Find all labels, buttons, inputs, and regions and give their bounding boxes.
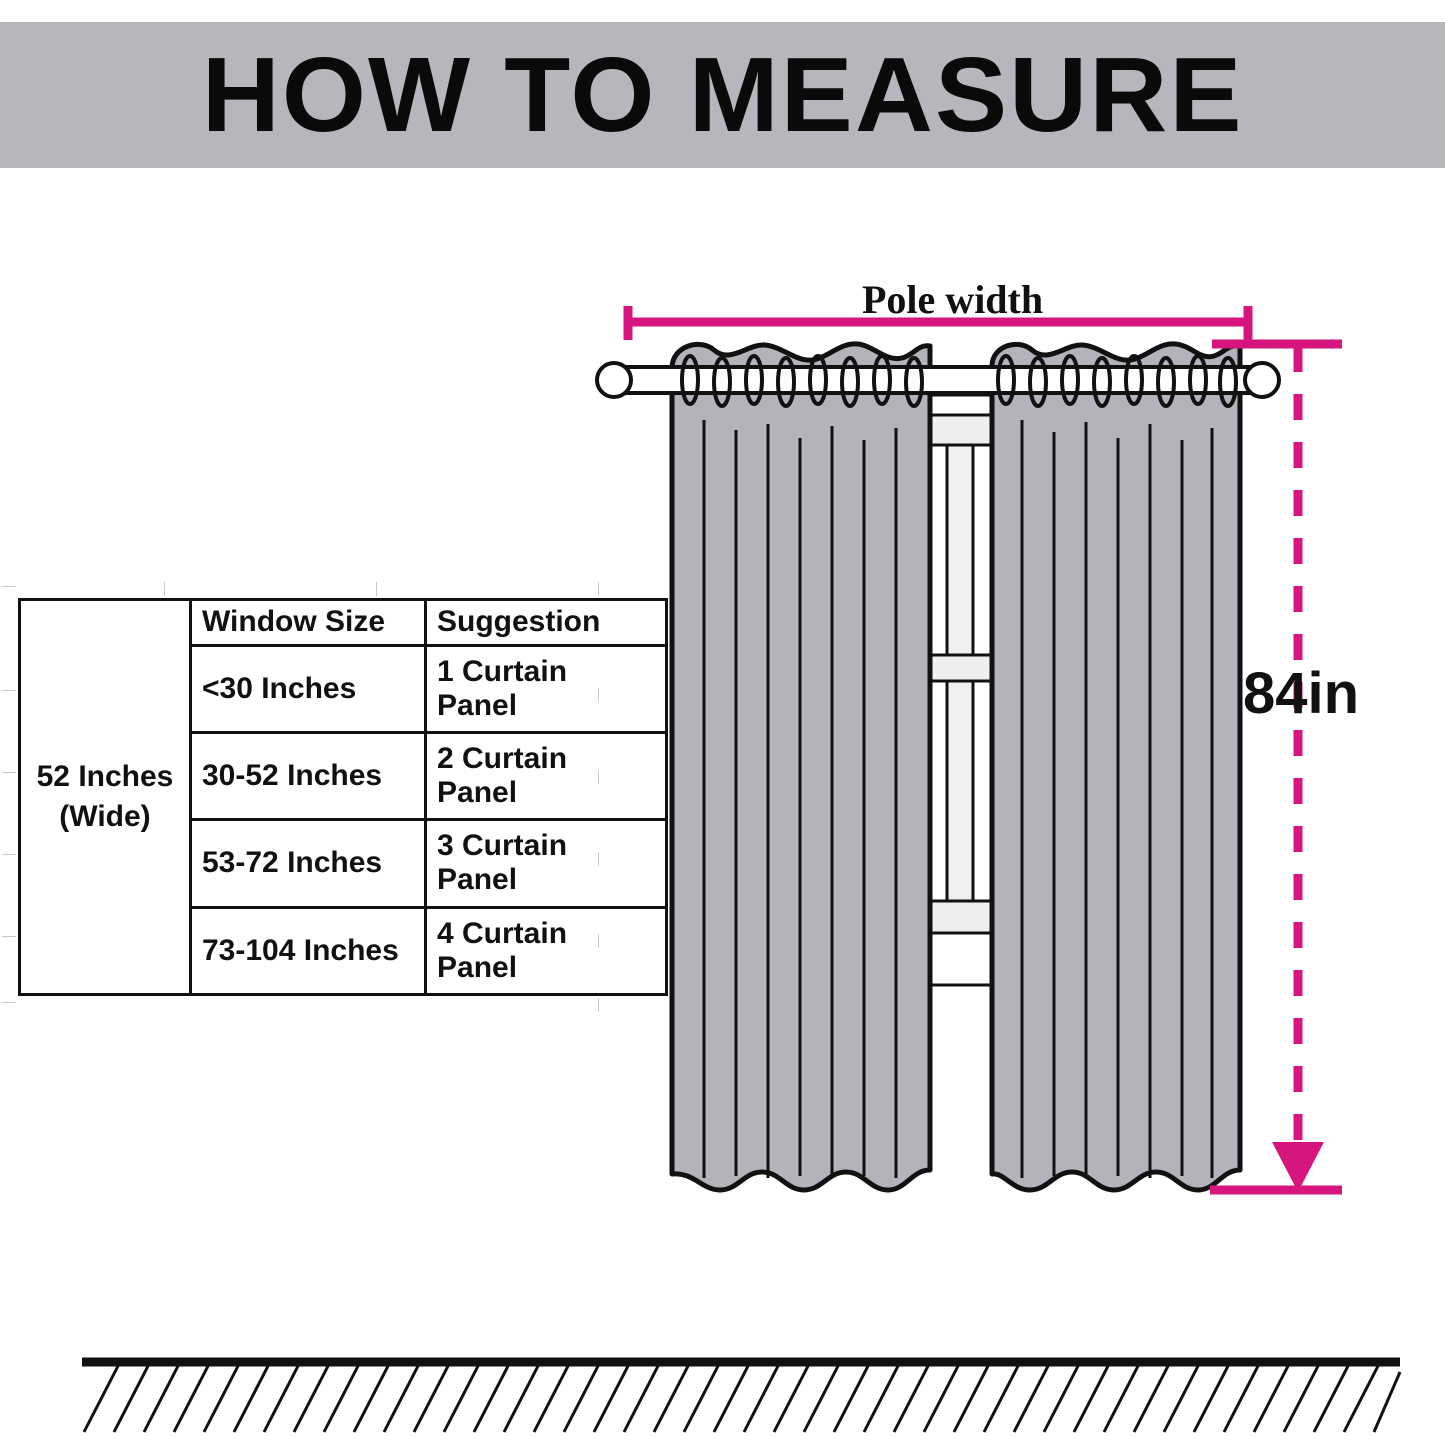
cell-suggestion: 3 Curtain Panel <box>424 818 668 909</box>
gridline-tick <box>2 772 16 773</box>
table-row: 30-52 Inches 2 Curtain Panel <box>20 730 668 822</box>
gridline-tick <box>598 582 599 596</box>
gridline-tick <box>164 582 165 596</box>
table-row: <30 Inches 1 Curtain Panel <box>20 643 668 734</box>
curtain-rod-icon <box>595 361 1281 399</box>
gridline-tick <box>2 690 16 691</box>
cell-window-size: <30 Inches <box>189 643 427 734</box>
cell-window-size: 73-104 Inches <box>189 905 427 997</box>
floor-hatch-icon <box>82 1357 1402 1433</box>
cell-suggestion: 1 Curtain Panel <box>424 643 668 734</box>
dimension-arrow-icon <box>1272 346 1324 1192</box>
merged-width-line1: 52 Inches <box>36 759 174 793</box>
curtain-ring-icon <box>680 354 924 408</box>
page-title: HOW TO MEASURE <box>201 36 1244 154</box>
gridline-tick <box>2 854 16 855</box>
table-row: 53-72 Inches 3 Curtain Panel <box>20 818 668 909</box>
merged-width-line2: (Wide) <box>59 800 151 833</box>
cell-suggestion: 4 Curtain Panel <box>424 905 668 997</box>
merged-width-cell: 52 Inches (Wide) <box>18 598 192 996</box>
gridline-tick <box>376 582 377 596</box>
gridline-tick <box>598 998 599 1012</box>
curtain-panel-icon <box>669 341 933 1193</box>
height-dimension-label: 84in <box>1243 661 1360 726</box>
window-icon <box>901 393 1029 987</box>
column-header-suggestion: Suggestion <box>424 598 668 647</box>
gridline-tick <box>598 688 599 702</box>
gridline-tick <box>598 934 599 948</box>
curtain-ring-icon <box>996 354 1238 408</box>
table-row: 73-104 Inches 4 Curtain Panel <box>20 905 668 997</box>
cell-window-size: 30-52 Inches <box>189 730 427 822</box>
column-header-window-size: Window Size <box>189 598 427 647</box>
gridline-tick <box>598 852 599 866</box>
size-suggestion-table-wrap: 52 Inches (Wide) Window Size Suggestion … <box>2 582 668 1012</box>
gridline-tick <box>2 1002 16 1003</box>
cell-window-size: 53-72 Inches <box>189 818 427 909</box>
gridline-tick <box>2 586 16 587</box>
pole-width-label: Pole width <box>862 277 1044 322</box>
table-row-header: 52 Inches (Wide) Window Size Suggestion <box>18 598 668 996</box>
gridline-tick <box>2 936 16 937</box>
gridline-tick <box>598 770 599 784</box>
curtain-panel-icon <box>989 341 1243 1193</box>
cell-suggestion: 2 Curtain Panel <box>424 730 668 822</box>
size-suggestion-table: 52 Inches (Wide) Window Size Suggestion … <box>18 598 668 997</box>
header-banner: HOW TO MEASURE <box>0 22 1445 168</box>
